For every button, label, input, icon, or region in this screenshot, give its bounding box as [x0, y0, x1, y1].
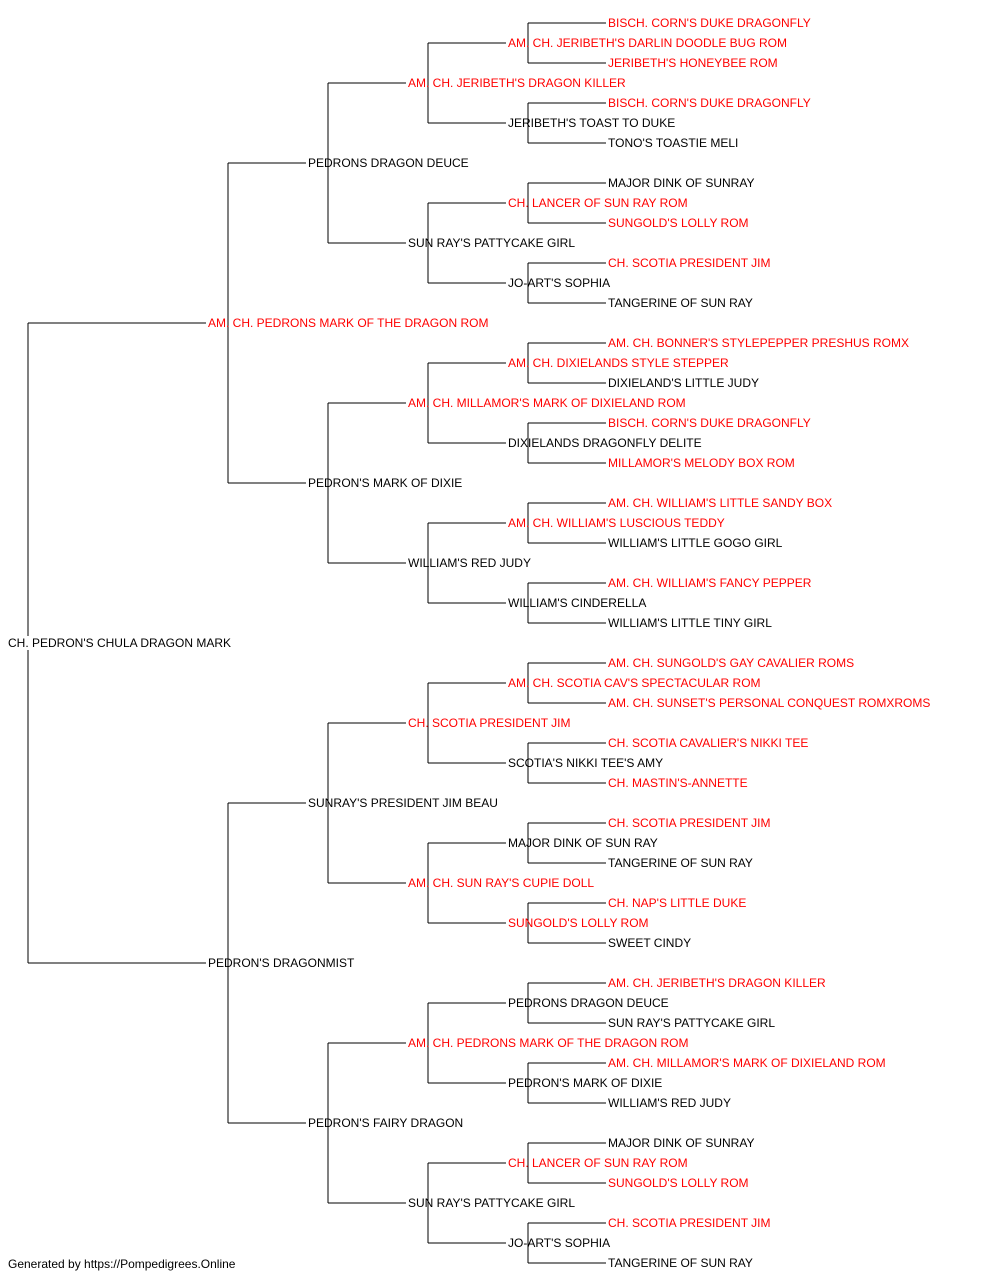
- ancestor-name: SCOTIA'S NIKKI TEE'S AMY: [508, 756, 664, 770]
- ancestor-name: AM. CH. WILLIAM'S LUSCIOUS TEDDY: [508, 516, 725, 530]
- ancestor-name: SUN RAY'S PATTYCAKE GIRL: [408, 236, 575, 250]
- ancestor-name: PEDRON'S MARK OF DIXIE: [308, 476, 463, 490]
- ancestor-name: TANGERINE OF SUN RAY: [608, 1256, 753, 1270]
- ancestor-name: CH. SCOTIA PRESIDENT JIM: [408, 716, 571, 730]
- ancestor-name: PEDRON'S DRAGONMIST: [208, 956, 355, 970]
- ancestor-name: CH. SCOTIA CAVALIER'S NIKKI TEE: [608, 736, 809, 750]
- ancestor-name: DIXIELAND'S LITTLE JUDY: [608, 376, 759, 390]
- ancestor-name: AM. CH. WILLIAM'S FANCY PEPPER: [608, 576, 812, 590]
- ancestor-name: CH. SCOTIA PRESIDENT JIM: [608, 256, 771, 270]
- ancestor-name: AM. CH. BONNER'S STYLEPEPPER PRESHUS ROM…: [608, 336, 910, 350]
- ancestor-name: MAJOR DINK OF SUN RAY: [508, 836, 658, 850]
- ancestor-name: TONO'S TOASTIE MELI: [608, 136, 739, 150]
- ancestor-name: AM. CH. WILLIAM'S LITTLE SANDY BOX: [608, 496, 833, 510]
- ancestor-name: AM. CH. MILLAMOR'S MARK OF DIXIELAND ROM: [408, 396, 686, 410]
- ancestor-name: AM. CH. SUNGOLD'S GAY CAVALIER ROMS: [608, 656, 855, 670]
- ancestor-name: CH. LANCER OF SUN RAY ROM: [508, 1156, 688, 1170]
- ancestor-name: TANGERINE OF SUN RAY: [608, 856, 753, 870]
- ancestor-name: WILLIAM'S RED JUDY: [608, 1096, 731, 1110]
- ancestor-name: AM. CH. SUNSET'S PERSONAL CONQUEST ROMXR…: [608, 696, 931, 710]
- ancestor-name: SWEET CINDY: [608, 936, 692, 950]
- ancestor-name: SUNGOLD'S LOLLY ROM: [608, 1176, 749, 1190]
- ancestor-name: BISCH. CORN'S DUKE DRAGONFLY: [608, 16, 811, 30]
- ancestor-name: JO-ART'S SOPHIA: [508, 1236, 611, 1250]
- ancestor-name: AM. CH. JERIBETH'S DRAGON KILLER: [608, 976, 826, 990]
- ancestor-name: AM. CH. SUN RAY'S CUPIE DOLL: [408, 876, 595, 890]
- ancestor-name: AM. CH. PEDRONS MARK OF THE DRAGON ROM: [208, 316, 489, 330]
- ancestor-name: SUNGOLD'S LOLLY ROM: [608, 216, 749, 230]
- ancestor-name: AM. CH. JERIBETH'S DRAGON KILLER: [408, 76, 626, 90]
- ancestor-name: CH. MASTIN'S-ANNETTE: [608, 776, 748, 790]
- ancestor-name: CH. LANCER OF SUN RAY ROM: [508, 196, 688, 210]
- ancestor-name: MAJOR DINK OF SUNRAY: [608, 176, 755, 190]
- ancestor-name: BISCH. CORN'S DUKE DRAGONFLY: [608, 416, 811, 430]
- ancestor-name: AM. CH. DIXIELANDS STYLE STEPPER: [508, 356, 729, 370]
- ancestor-name: CH. SCOTIA PRESIDENT JIM: [608, 816, 771, 830]
- ancestor-name: BISCH. CORN'S DUKE DRAGONFLY: [608, 96, 811, 110]
- ancestor-name: SUN RAY'S PATTYCAKE GIRL: [608, 1016, 775, 1030]
- ancestor-name: AM. CH. JERIBETH'S DARLIN DOODLE BUG ROM: [508, 36, 787, 50]
- ancestor-name: WILLIAM'S LITTLE GOGO GIRL: [608, 536, 783, 550]
- ancestor-name: AM. CH. MILLAMOR'S MARK OF DIXIELAND ROM: [608, 1056, 886, 1070]
- ancestor-name: SUNGOLD'S LOLLY ROM: [508, 916, 649, 930]
- ancestor-name: MILLAMOR'S MELODY BOX ROM: [608, 456, 795, 470]
- ancestor-name: DIXIELANDS DRAGONFLY DELITE: [508, 436, 702, 450]
- ancestor-name: MAJOR DINK OF SUNRAY: [608, 1136, 755, 1150]
- ancestor-name: AM. CH. SCOTIA CAV'S SPECTACULAR ROM: [508, 676, 761, 690]
- ancestor-name: CH. NAP'S LITTLE DUKE: [608, 896, 747, 910]
- footer-credit: Generated by https://Pompedigrees.Online: [8, 1257, 236, 1271]
- ancestor-name: TANGERINE OF SUN RAY: [608, 296, 753, 310]
- ancestor-name: SUNRAY'S PRESIDENT JIM BEAU: [308, 796, 498, 810]
- ancestor-name: JERIBETH'S TOAST TO DUKE: [508, 116, 676, 130]
- ancestor-name: SUN RAY'S PATTYCAKE GIRL: [408, 1196, 575, 1210]
- ancestor-name: PEDRON'S MARK OF DIXIE: [508, 1076, 663, 1090]
- ancestor-name: WILLIAM'S CINDERELLA: [508, 596, 647, 610]
- ancestor-name: JERIBETH'S HONEYBEE ROM: [608, 56, 778, 70]
- ancestor-name: PEDRONS DRAGON DEUCE: [508, 996, 669, 1010]
- ancestor-name: JO-ART'S SOPHIA: [508, 276, 611, 290]
- ancestor-name: PEDRONS DRAGON DEUCE: [308, 156, 469, 170]
- subject-dog-name: CH. PEDRON'S CHULA DRAGON MARK: [8, 636, 231, 650]
- ancestor-name: WILLIAM'S RED JUDY: [408, 556, 531, 570]
- ancestor-name: WILLIAM'S LITTLE TINY GIRL: [608, 616, 772, 630]
- ancestor-name: AM. CH. PEDRONS MARK OF THE DRAGON ROM: [408, 1036, 689, 1050]
- ancestor-name: CH. SCOTIA PRESIDENT JIM: [608, 1216, 771, 1230]
- ancestor-name: PEDRON'S FAIRY DRAGON: [308, 1116, 464, 1130]
